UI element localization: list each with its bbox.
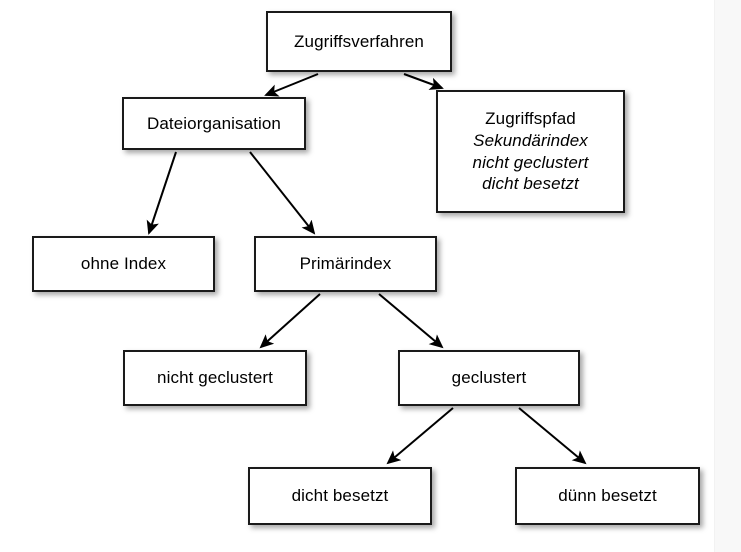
node-label-line: Dateiorganisation	[146, 113, 281, 133]
node-label-line: dicht besetzt	[291, 486, 389, 506]
node-label-line: nicht geclustert	[157, 368, 273, 388]
node-label-line: dicht besetzt	[482, 174, 579, 194]
node-label-line: nicht geclustert	[472, 152, 589, 172]
edge-geclustert-to-duenn-besetzt	[518, 407, 587, 465]
node-label: dicht besetzt	[250, 485, 430, 507]
node-duenn-besetzt[interactable]: dünn besetzt	[515, 467, 700, 525]
node-label: Dateiorganisation	[124, 113, 304, 135]
node-label: nicht geclustert	[125, 367, 305, 389]
node-label: Primärindex	[256, 253, 435, 275]
node-label-line: geclustert	[451, 368, 527, 388]
node-label-line: Primärindex	[299, 254, 392, 274]
edge-geclustert-to-dicht-besetzt	[386, 407, 454, 465]
node-dateiorganisation[interactable]: Dateiorganisation	[122, 97, 306, 150]
node-label-line: Sekundärindex	[473, 130, 588, 150]
node-label-line: Zugriffspfad	[485, 109, 576, 128]
node-zugriffsverfahren[interactable]: Zugriffsverfahren	[266, 11, 452, 72]
node-ohne-index[interactable]: ohne Index	[32, 236, 215, 292]
node-label: Zugriffsverfahren	[268, 31, 450, 53]
node-dicht-besetzt[interactable]: dicht besetzt	[248, 467, 432, 525]
node-label: dünn besetzt	[517, 485, 698, 507]
edge-primaerindex-to-nicht-geclustert	[259, 293, 321, 349]
edge-primaerindex-to-geclustert	[378, 293, 444, 349]
node-nicht-geclustert[interactable]: nicht geclustert	[123, 350, 307, 406]
node-primaerindex[interactable]: Primärindex	[254, 236, 437, 292]
node-label-line: Zugriffsverfahren	[294, 31, 424, 51]
edge-dateiorganisation-to-primaerindex	[249, 151, 316, 235]
right-margin-strip	[714, 0, 741, 552]
node-label-line: ohne Index	[80, 254, 167, 274]
node-geclustert[interactable]: geclustert	[398, 350, 580, 406]
edge-dateiorganisation-to-ohne-index	[146, 151, 177, 235]
node-label: geclustert	[400, 367, 578, 389]
node-label: ohne Index	[34, 253, 213, 275]
node-label-line: dünn besetzt	[558, 486, 657, 506]
edge-zugriffsverfahren-to-zugriffspfad	[403, 73, 444, 90]
edge-zugriffsverfahren-to-dateiorganisation	[264, 73, 319, 97]
